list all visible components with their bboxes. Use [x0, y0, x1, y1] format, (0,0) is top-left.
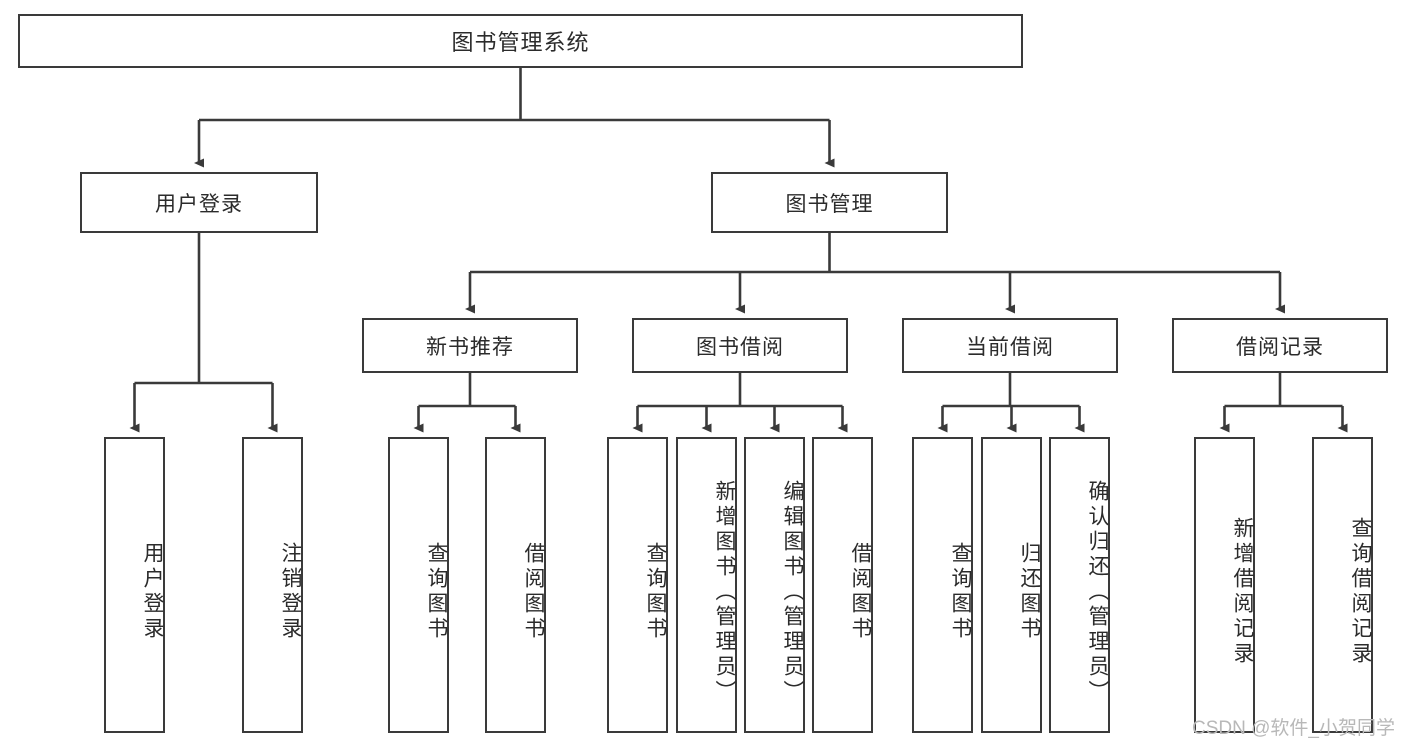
- node-leaf-borrow-book-bor-label: 借阅图书: [849, 542, 872, 642]
- node-book-manage-label: 图书管理: [785, 192, 874, 216]
- node-book-borrow[interactable]: 图书借阅: [632, 318, 848, 373]
- node-leaf-query-book-rec[interactable]: 查询图书: [388, 437, 449, 733]
- node-current-borrow-label: 当前借阅: [966, 335, 1054, 359]
- node-leaf-add-book[interactable]: 新增图书（管理员）: [676, 437, 737, 733]
- node-leaf-query-book-bor-label: 查询图书: [644, 542, 667, 642]
- node-user-login[interactable]: 用户登录: [80, 172, 318, 233]
- node-new-book-rec[interactable]: 新书推荐: [362, 318, 578, 373]
- node-leaf-query-book-cur-label: 查询图书: [949, 542, 972, 642]
- node-leaf-borrow-book-bor[interactable]: 借阅图书: [812, 437, 873, 733]
- node-leaf-confirm-return[interactable]: 确认归还（管理员）: [1049, 437, 1110, 733]
- node-leaf-logout-login[interactable]: 注销登录: [242, 437, 303, 733]
- node-leaf-query-book-rec-label: 查询图书: [425, 542, 448, 642]
- node-root[interactable]: 图书管理系统: [18, 14, 1023, 68]
- node-leaf-edit-book[interactable]: 编辑图书（管理员）: [744, 437, 805, 733]
- node-leaf-borrow-book-rec-label: 借阅图书: [522, 542, 545, 642]
- node-user-login-label: 用户登录: [155, 192, 243, 216]
- node-leaf-edit-book-label: 编辑图书（管理员）: [781, 479, 804, 705]
- node-leaf-borrow-book-rec[interactable]: 借阅图书: [485, 437, 546, 733]
- node-leaf-add-record[interactable]: 新增借阅记录: [1194, 437, 1255, 733]
- node-leaf-query-book-bor[interactable]: 查询图书: [607, 437, 668, 733]
- node-current-borrow[interactable]: 当前借阅: [902, 318, 1118, 373]
- node-leaf-add-book-label: 新增图书（管理员）: [713, 479, 736, 705]
- node-leaf-query-record[interactable]: 查询借阅记录: [1312, 437, 1373, 733]
- csdn-watermark: CSDN @软件_小贺同学: [1192, 718, 1395, 739]
- node-leaf-return-book-label: 归还图书: [1018, 542, 1041, 642]
- node-leaf-user-login-label: 用户登录: [141, 542, 164, 642]
- node-borrow-record[interactable]: 借阅记录: [1172, 318, 1388, 373]
- node-leaf-confirm-return-label: 确认归还（管理员）: [1086, 479, 1109, 705]
- node-leaf-add-record-label: 新增借阅记录: [1231, 517, 1254, 667]
- node-book-borrow-label: 图书借阅: [696, 335, 784, 359]
- node-borrow-record-label: 借阅记录: [1236, 335, 1324, 359]
- node-new-book-rec-label: 新书推荐: [426, 335, 514, 359]
- node-leaf-logout-login-label: 注销登录: [279, 542, 302, 642]
- node-leaf-return-book[interactable]: 归还图书: [981, 437, 1042, 733]
- node-root-label: 图书管理系统: [451, 30, 590, 55]
- node-book-manage[interactable]: 图书管理: [711, 172, 948, 233]
- node-leaf-user-login[interactable]: 用户登录: [104, 437, 165, 733]
- node-leaf-query-book-cur[interactable]: 查询图书: [912, 437, 973, 733]
- node-leaf-query-record-label: 查询借阅记录: [1349, 517, 1372, 667]
